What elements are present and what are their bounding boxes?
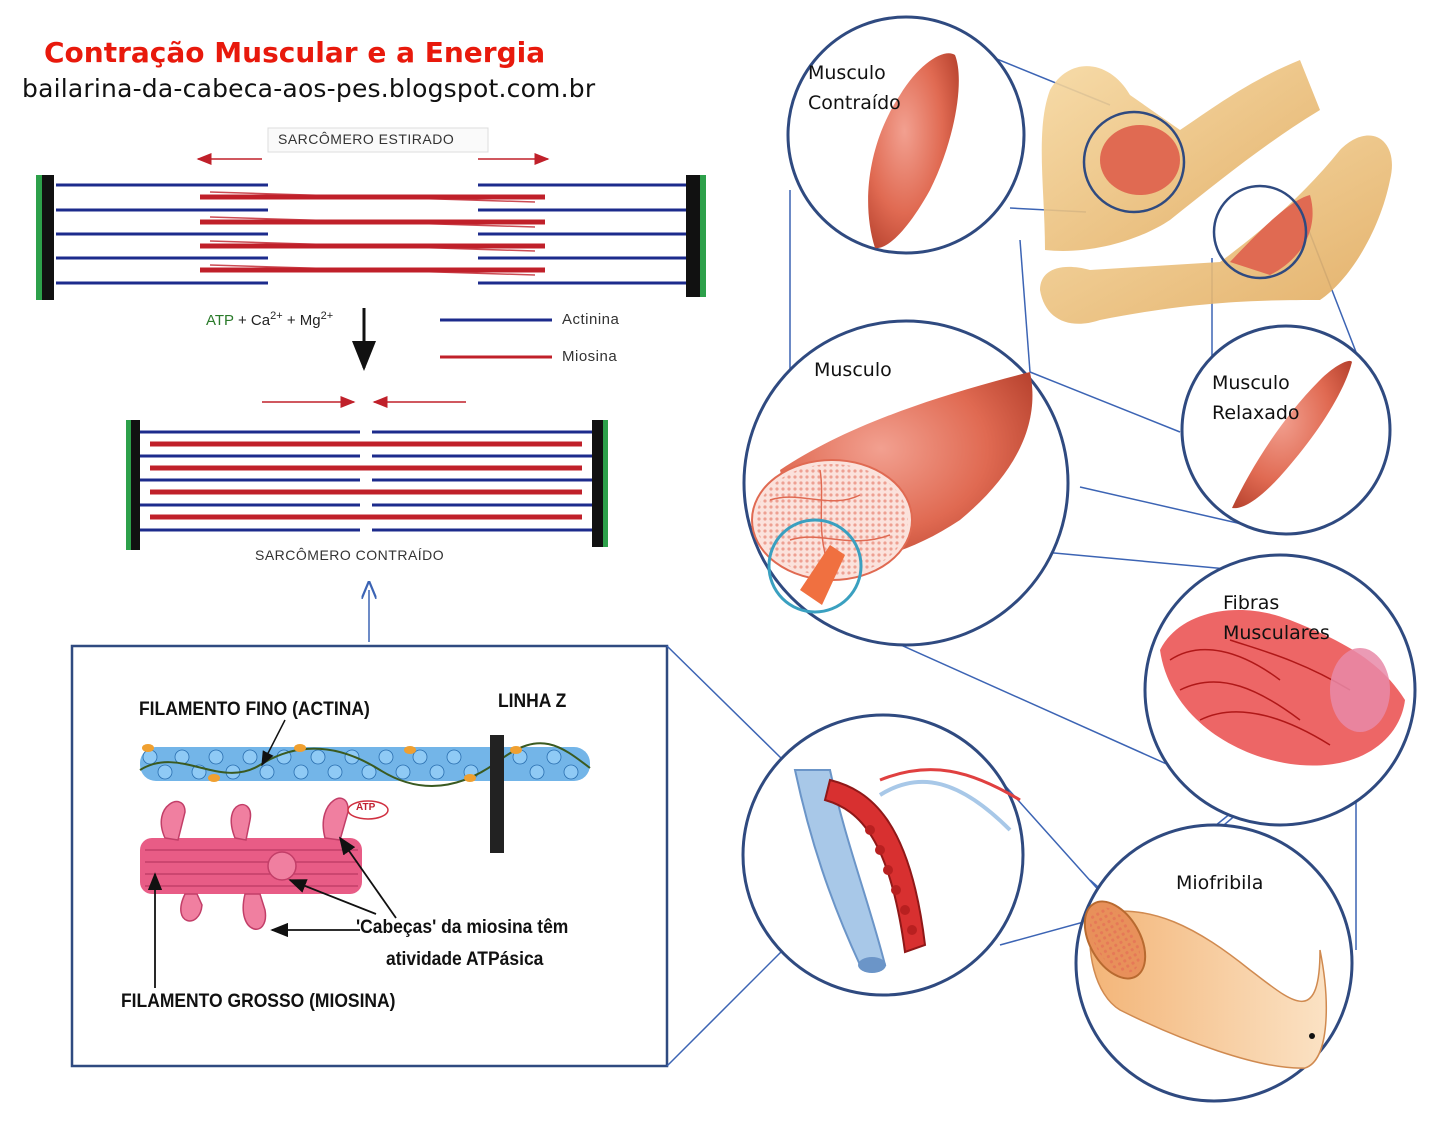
arm-illustrations [1040,60,1392,324]
circle-muscle [742,319,1070,647]
calcium-label: Ca [250,312,271,329]
z-line-label: LINHA Z [498,691,567,712]
thick-filament-label: FILAMENTO GROSSO (MIOSINA) [121,991,396,1012]
contracted-sarcomere-label: SARCÔMERO CONTRAÍDO [255,547,445,563]
relaxed-muscle-label-line1: Musculo [1212,372,1290,394]
calcium-charge: 2+ [270,310,283,322]
thin-filament-label: FILAMENTO FINO (ACTINA) [139,699,370,720]
page-title: Contração Muscular e a Energia [44,36,546,69]
myosin-heads-label-line2: atividade ATPásica [386,949,544,970]
relaxed-muscle-label: Musculo Relaxado [1212,368,1300,428]
stretched-sarcomere-label: SARCÔMERO ESTIRADO [278,131,455,147]
thin-filament [139,742,591,787]
reaction-formula: ATP + Ca2+ + Mg2+ [206,310,333,329]
magnesium-label: Mg [299,312,321,329]
circle-contracted-muscle [786,15,1026,255]
muscle-label: Musculo [814,359,892,381]
contracted-muscle-label: Musculo Contraído [808,58,901,118]
circle-myofibril-assembly [741,713,1025,997]
contracted-muscle-label-line2: Contraído [808,92,901,114]
circle-myofibril [1074,823,1354,1103]
zoom-ring-relaxed [1212,184,1308,280]
legend-actin-label: Actinina [562,311,620,328]
muscle-fibers-label-line1: Fibras [1223,592,1280,614]
magnesium-charge: 2+ [320,310,334,322]
legend-myosin-label: Miosina [562,348,618,365]
myosin-heads-label-line1: 'Cabeças' da miosina têm [356,917,569,938]
zoom-ring-contracted [1082,110,1186,214]
atp-tag: ATP [356,802,376,813]
contracted-sarcomere [126,396,608,550]
plus-sign: + [237,312,247,329]
stretched-sarcomere [36,127,706,300]
circle-muscle-fibers [1143,553,1417,827]
blog-url: bailarina-da-cabeca-aos-pes.blogspot.com… [22,74,596,103]
myofibril-label: Miofribila [1176,872,1264,894]
atp-label: ATP [206,312,234,329]
muscle-fibers-label-line2: Musculares [1223,622,1330,644]
z-line [490,735,504,853]
relaxed-muscle-label-line2: Relaxado [1212,402,1300,424]
circle-relaxed-muscle [1180,324,1392,536]
plus-sign: + [286,312,296,329]
muscle-fibers-label: Fibras Musculares [1223,588,1330,648]
contracted-muscle-label-line1: Musculo [808,62,886,84]
